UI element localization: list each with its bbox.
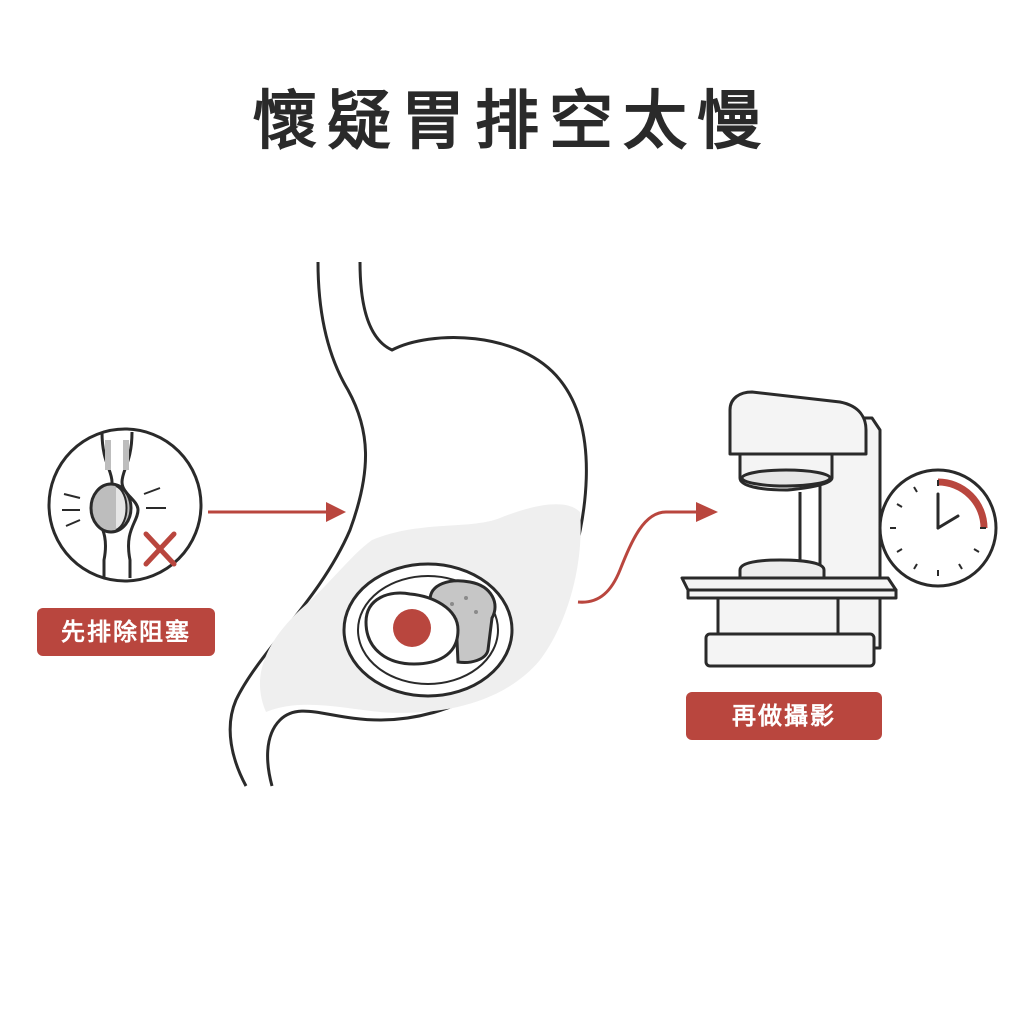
step-label-rule-out-obstruction: 先排除阻塞 xyxy=(37,608,215,656)
arrow-to-scanner xyxy=(696,502,718,522)
cross-icon xyxy=(143,531,177,567)
arrow-to-stomach xyxy=(208,502,346,522)
clock-icon xyxy=(878,468,998,588)
blocked-passage-icon xyxy=(47,427,203,583)
meal-plate-icon xyxy=(342,562,514,698)
page-title: 懷疑胃排空太慢 xyxy=(253,85,771,159)
scanner-machine-icon xyxy=(680,390,898,668)
step-label-imaging: 再做攝影 xyxy=(686,692,882,740)
stomach-illustration xyxy=(228,261,718,787)
